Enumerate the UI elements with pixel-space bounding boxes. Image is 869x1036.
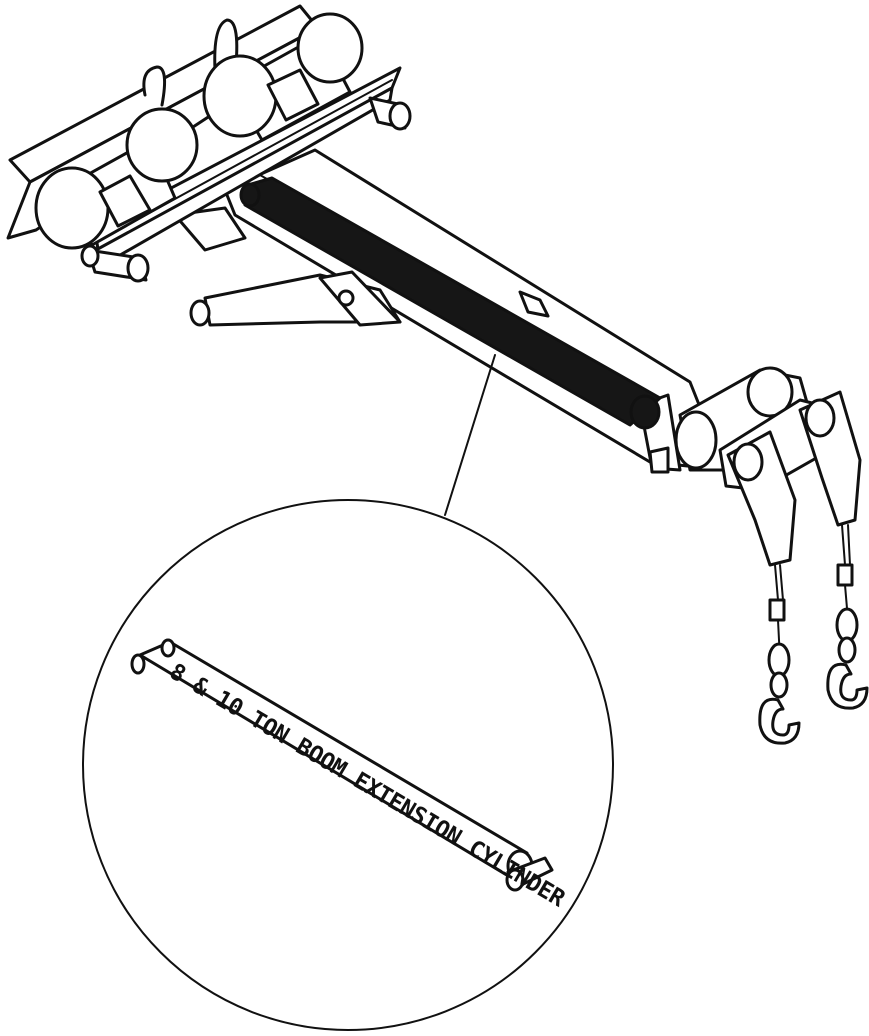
cylinder-label: 8 & 10 TON BOOM EXTENSION CYLINDER [165, 659, 569, 913]
under-bracket [173, 206, 247, 252]
axle-pins [80, 96, 412, 283]
winch-drum-right [202, 12, 364, 142]
detail-cylinder [130, 638, 554, 892]
winch-drum-left [34, 65, 199, 250]
hoist-left [726, 430, 801, 745]
callout-leader [444, 354, 496, 516]
hoist-right [798, 390, 869, 710]
extension-cylinder [239, 176, 662, 430]
support-strut [189, 270, 402, 327]
callout-circle [82, 499, 614, 1031]
